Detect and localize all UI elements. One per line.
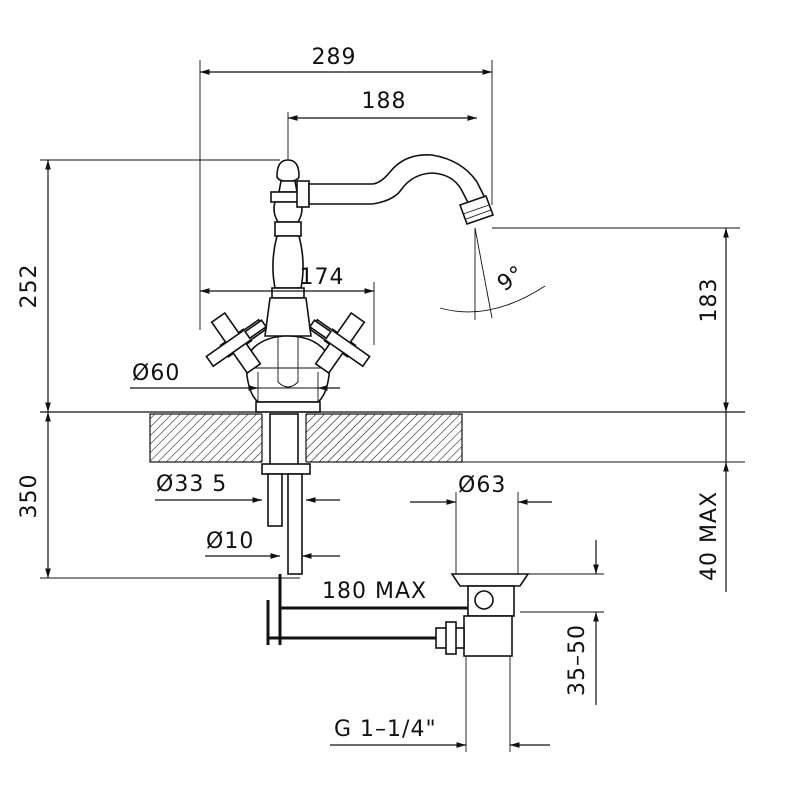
dim-handle-span: 174 bbox=[200, 265, 375, 345]
countertop bbox=[40, 411, 745, 464]
label-spout-angle: 9° bbox=[493, 261, 529, 297]
label-waste-thread: G 1–1/4" bbox=[334, 717, 437, 742]
dim-base-diameter: Ø60 bbox=[130, 361, 340, 402]
under-counter-fittings bbox=[261, 413, 470, 645]
dim-overall-width: 289 bbox=[199, 45, 493, 330]
dim-hole-diameter: Ø33 5 bbox=[155, 472, 340, 503]
dim-spout-reach: 188 bbox=[287, 89, 477, 160]
faucet-body bbox=[205, 154, 495, 413]
dim-waste-adjust: 35–50 bbox=[520, 540, 604, 705]
label-rod-diameter: Ø10 bbox=[206, 529, 254, 554]
dim-waste-thread: G 1–1/4" bbox=[330, 656, 550, 752]
label-total-height: 252 bbox=[17, 264, 42, 309]
dim-rod-diameter: Ø10 bbox=[205, 529, 340, 559]
dim-below-counter: 350 bbox=[17, 412, 300, 579]
label-spout-reach: 188 bbox=[362, 89, 407, 114]
label-hole-diameter: Ø33 5 bbox=[156, 472, 227, 497]
dim-waste-diameter: Ø63 bbox=[410, 473, 552, 574]
dim-total-height: 252 bbox=[17, 159, 280, 412]
dim-spout-angle: 9° bbox=[439, 227, 546, 320]
dim-spout-height: 183 bbox=[492, 227, 740, 412]
label-spout-height: 183 bbox=[697, 278, 722, 323]
dim-rod-reach: 180 MAX bbox=[322, 579, 427, 604]
label-handle-span: 174 bbox=[300, 265, 345, 290]
dim-counter-thickness: 40 MAX bbox=[697, 412, 729, 592]
label-rod-reach: 180 MAX bbox=[322, 579, 427, 604]
pop-up-waste bbox=[435, 573, 530, 657]
label-below-counter: 350 bbox=[17, 474, 42, 519]
label-waste-adjust: 35–50 bbox=[565, 624, 590, 696]
label-waste-diameter: Ø63 bbox=[458, 473, 506, 498]
label-overall-width: 289 bbox=[312, 45, 357, 70]
label-base-diameter: Ø60 bbox=[132, 361, 180, 386]
label-counter-thickness: 40 MAX bbox=[697, 491, 722, 581]
